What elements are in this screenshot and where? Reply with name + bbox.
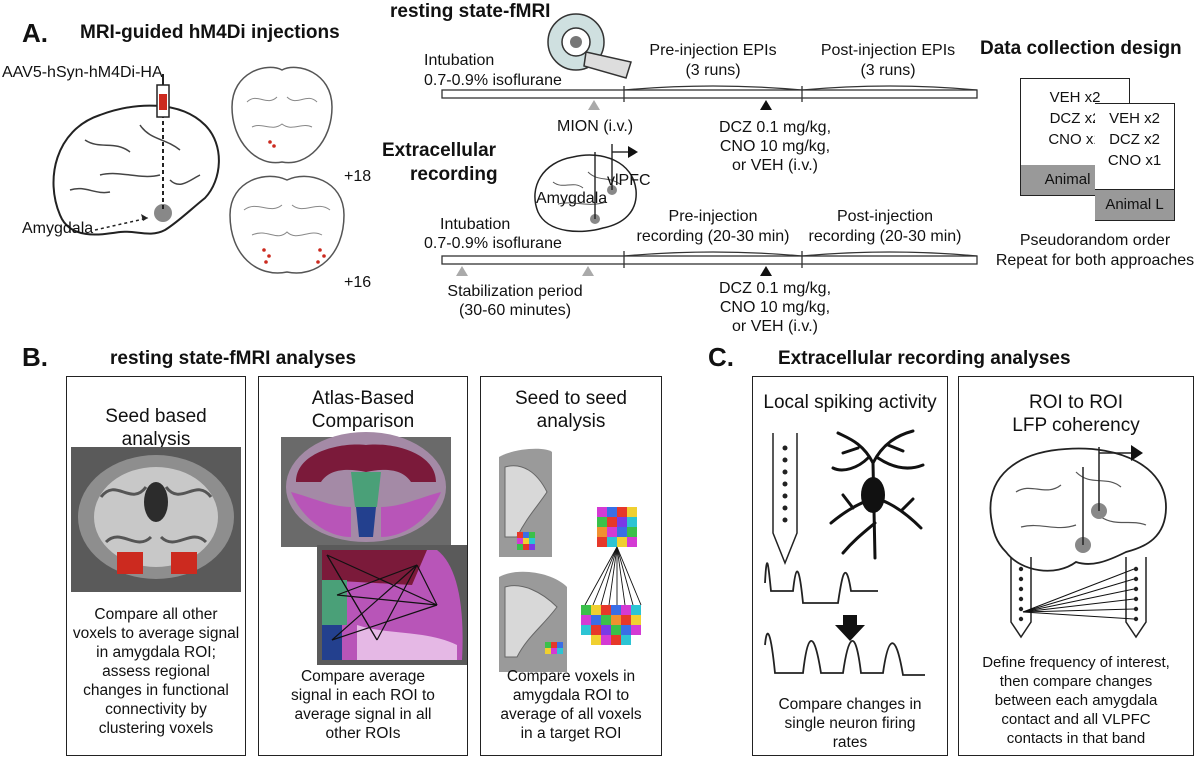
fmri-pre-runs: (3 runs) <box>685 62 741 79</box>
ephys-title-2: recording <box>410 164 498 185</box>
seed-based-desc: connectivity by <box>105 701 207 718</box>
seed-based-desc: Compare all other <box>94 606 218 623</box>
atlas-based-desc: signal in each ROI to <box>291 687 435 704</box>
fmri-pre-title: Pre-injection EPIs <box>649 42 777 59</box>
fmri-title: resting state-fMRI <box>390 1 551 22</box>
atlas-based-desc: average signal in all <box>294 706 432 723</box>
panel-c-label: C. <box>708 342 734 372</box>
brain-lateral-illustration <box>52 74 220 236</box>
animal-l-name: Animal L <box>1095 189 1174 220</box>
stab-1: Stabilization period <box>447 283 583 300</box>
coherency-desc: contacts in that band <box>1006 730 1146 747</box>
fmri-drug-2: CNO 10 mg/kg, <box>719 138 831 155</box>
coronal-slice-bottom <box>229 175 345 274</box>
fmri-intubation: Intubation <box>424 52 495 69</box>
design-note-1: Pseudorandom order <box>1019 232 1171 249</box>
fmri-iso: 0.7-0.9% isoflurane <box>424 72 562 89</box>
ephys-iso: 0.7-0.9% isoflurane <box>424 235 562 252</box>
fmri-drug-3: or VEH (i.v.) <box>732 157 818 174</box>
seed-to-seed-box: Seed to seed analysis <box>480 376 662 756</box>
coherency-desc: then compare changes <box>999 673 1153 690</box>
design-note-2: Repeat for both approaches <box>995 252 1195 269</box>
seed-based-desc: changes in functional <box>83 682 229 699</box>
virus-label: AAV5-hSyn-hM4Di-HA <box>2 64 163 81</box>
stab-2: (30-60 minutes) <box>458 302 572 319</box>
animal-h-item: CNO x1 <box>1048 131 1102 148</box>
ephys-intubation: Intubation <box>440 216 511 233</box>
animal-h-item: VEH x2 <box>1049 89 1101 106</box>
coherency-desc: between each amygdala <box>994 692 1158 709</box>
atlas-based-title: Atlas-Based <box>311 388 415 409</box>
seed-to-seed-desc: average of all voxels <box>500 706 642 723</box>
ephys-drug-3: or VEH (i.v.) <box>732 318 818 335</box>
seed-based-mri-image <box>71 447 241 592</box>
fmri-post-runs: (3 runs) <box>860 62 916 79</box>
ephys-post-1: Post-injection <box>836 208 934 225</box>
mion-label: MION (i.v.) <box>557 118 634 135</box>
seed-based-desc: in amygdala ROI; <box>96 644 216 661</box>
coherency-title: ROI to ROI <box>1029 392 1123 413</box>
design-title: Data collection design <box>980 38 1182 59</box>
ephys-drug-1: DCZ 0.1 mg/kg, <box>718 280 832 297</box>
atlas-coronal-image <box>281 432 451 547</box>
seed-based-desc: assess regional <box>102 663 210 680</box>
coherency-box: ROI to ROI LFP coherency Define frequenc… <box>958 376 1194 756</box>
atlas-based-title: Comparison <box>311 411 415 432</box>
coherency-desc: Define frequency of interest, <box>982 654 1170 671</box>
seed-to-seed-desc: in a target ROI <box>520 725 622 742</box>
seed-based-title: analysis <box>121 429 191 450</box>
animal-l-box: VEH x2 DCZ x2 CNO x1 Animal L <box>1095 103 1175 221</box>
atlas-network-image <box>317 545 467 665</box>
panel-c-title: Extracellular recording analyses <box>778 348 1071 369</box>
coronal-slice-top <box>231 66 333 164</box>
fmri-timeline <box>441 85 978 110</box>
panel-a-label: A. <box>22 18 48 48</box>
ephys-timeline <box>441 251 978 276</box>
atlas-based-box: Atlas-Based Comparison Compare average s… <box>258 376 468 756</box>
seed-based-desc: clustering voxels <box>98 720 214 737</box>
animal-l-item: DCZ x2 <box>1109 131 1160 148</box>
mri-scanner-icon <box>547 13 632 79</box>
animal-l-item: CNO x1 <box>1107 152 1162 169</box>
seed-to-seed-desc: amygdala ROI to <box>512 687 630 704</box>
atlas-based-desc: other ROIs <box>325 725 401 742</box>
ephys-title-1: Extracellular <box>382 140 497 161</box>
vlpfc-label: vlPFC <box>607 172 651 189</box>
seed-to-seed-image <box>499 448 642 672</box>
coherency-illustration <box>989 445 1167 639</box>
seed-to-seed-title: analysis <box>536 411 606 432</box>
ephys-pre-2: recording (20-30 min) <box>636 228 790 245</box>
spiking-title: Local spiking activity <box>763 392 937 413</box>
seed-based-desc: voxels to average signal <box>72 625 240 642</box>
animal-h-item: DCZ x2 <box>1049 110 1101 127</box>
panel-a-title: MRI-guided hM4Di injections <box>80 22 340 43</box>
seed-based-box: Seed based analysis Compare all other vo… <box>66 376 246 756</box>
ephys-amygdala-label: Amygdala <box>536 190 608 207</box>
ephys-drug-2: CNO 10 mg/kg, <box>719 299 831 316</box>
animal-l-item: VEH x2 <box>1109 110 1160 127</box>
seed-to-seed-desc: Compare voxels in <box>506 668 636 685</box>
spiking-desc: Compare changes in <box>778 696 922 713</box>
slice-label-top: +18 <box>344 168 372 185</box>
fmri-post-title: Post-injection EPIs <box>820 42 956 59</box>
coherency-title: LFP coherency <box>1012 415 1140 436</box>
seed-based-title: Seed based <box>105 406 207 427</box>
fmri-drug-1: DCZ 0.1 mg/kg, <box>718 119 832 136</box>
coherency-desc: contact and all VLPFC <box>1001 711 1151 728</box>
atlas-based-desc: Compare average <box>300 668 426 685</box>
panel-b-title: resting state-fMRI analyses <box>110 348 357 369</box>
slice-label-bottom: +16 <box>344 274 372 291</box>
spiking-desc: rates <box>832 734 868 751</box>
amygdala-label: Amygdala <box>22 220 94 237</box>
seed-to-seed-title: Seed to seed <box>515 388 627 409</box>
spiking-illustration <box>764 429 925 676</box>
spiking-box: Local spiking activity Compare changes i… <box>752 376 948 756</box>
ephys-post-2: recording (20-30 min) <box>808 228 962 245</box>
spiking-desc: single neuron firing <box>784 715 916 732</box>
ephys-brain-icon <box>534 144 638 233</box>
ephys-pre-1: Pre-injection <box>668 208 758 225</box>
panel-b-label: B. <box>22 342 48 372</box>
